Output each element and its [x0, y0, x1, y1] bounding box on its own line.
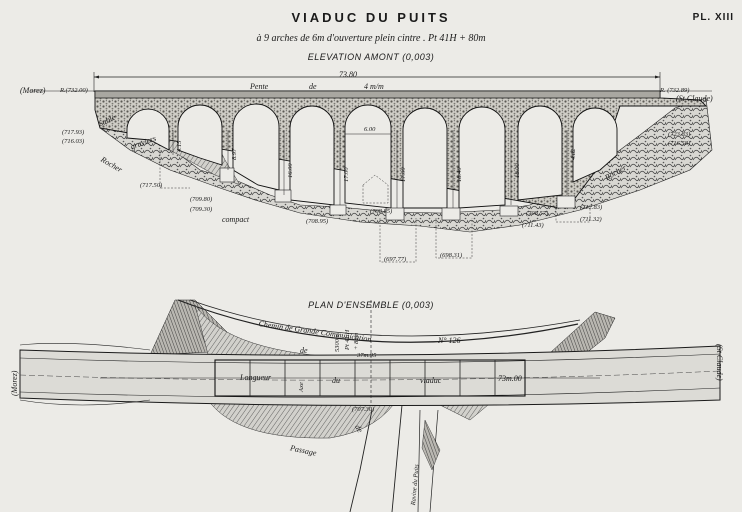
plan-vertical-label: + 80m — [353, 332, 360, 350]
pier-height-label: 18.40 — [456, 167, 463, 182]
pier-height-label: 4.82 — [570, 148, 577, 160]
plan-vertical-label: Pt 41.H — [344, 329, 351, 350]
plan-left-end: (Morez) — [10, 370, 19, 396]
arch-span-label: 6.00 — [364, 126, 376, 133]
length-value: 73m.00 — [498, 374, 522, 383]
right-rail-level: R. (732.89) — [660, 87, 690, 94]
plan-vertical-label: Axe — [298, 382, 305, 392]
ground-level-label: (712.83) — [580, 204, 603, 211]
pier-height-label: 18.00 — [514, 163, 521, 178]
total-length-label: 73.80 — [339, 70, 357, 79]
elevation-heading: ELEVATION AMONT (0,003) — [307, 52, 435, 62]
plan-level-label: (707.30) — [352, 406, 375, 413]
drawing-subtitle: à 9 arches de 6m d'ouverture plein cintr… — [256, 33, 486, 44]
pier-height-label: 17.00 — [343, 167, 350, 182]
arch-openings — [126, 103, 618, 209]
pier-foundations — [219, 167, 576, 221]
ground-level-label: (716.58) — [668, 140, 691, 147]
plate-number: PL. XIII — [692, 12, 734, 23]
ground-level-label: (708.85) — [370, 208, 393, 215]
slope-label-mid: de — [309, 82, 317, 91]
plan-vertical-label: 5300m — [334, 334, 341, 352]
road-number-label: N° 126 — [438, 336, 461, 345]
plan-right-end: (St Claude) — [715, 344, 724, 381]
ground-level-label: (716.03) — [62, 138, 85, 145]
pier-height-label: 4.15 — [176, 140, 183, 152]
pier-height-label: 17.00 — [400, 167, 407, 182]
ground-level-label: (709.80) — [190, 196, 213, 203]
ground-level-label: (697.77) — [384, 256, 407, 263]
center-dimension: 37m.95 — [357, 352, 377, 359]
soil-compact-label: compact — [222, 215, 250, 224]
elevation-view — [30, 72, 713, 263]
ground-level-label: (709.30) — [190, 206, 213, 213]
ground-level-label: (723.83) — [668, 131, 691, 138]
ground-level-label: (708.95) — [306, 218, 329, 225]
pier-height-label: 8.97 — [231, 148, 238, 160]
ground-level-label: (711.32) — [580, 216, 602, 223]
drawing-title: VIADUC DU PUITS — [291, 10, 451, 25]
plan-heading: PLAN D'ENSEMBLE (0,003) — [308, 300, 434, 310]
ground-level-label: (698.31) — [440, 252, 463, 259]
ground-level-label: (711.43) — [522, 222, 544, 229]
ground-level-label: (708.57) — [526, 210, 549, 217]
deck-coping — [94, 90, 661, 99]
road-mid-label: de — [300, 346, 308, 355]
plan-view — [19, 299, 721, 512]
length-label-2: du — [332, 376, 340, 385]
right-end-label: (St Claude) — [676, 94, 713, 103]
left-end-label: (Morez) — [20, 86, 46, 95]
length-label-3: viaduc — [420, 376, 442, 385]
ground-level-label: (717.50) — [140, 182, 163, 189]
slope-label-left: Pente — [250, 82, 269, 91]
ground-level-label: (717.93) — [62, 129, 85, 136]
slope-label-right: 4 m/m — [364, 82, 384, 91]
left-rail-level: R.(732.00) — [60, 87, 88, 94]
length-label-1: Longueur — [240, 373, 272, 382]
pier-height-label: 16.00 — [287, 163, 294, 178]
